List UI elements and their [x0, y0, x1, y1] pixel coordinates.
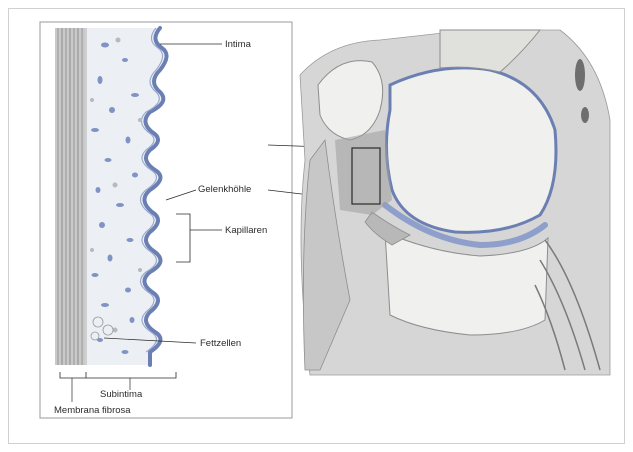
label-fettzellen: Fettzellen [200, 338, 241, 349]
label-subintima: Subintima [100, 389, 143, 400]
label-intima: Intima [225, 39, 252, 50]
femur-condyle [386, 68, 556, 232]
knee-joint-illustration [300, 30, 610, 375]
membrana-fibrosa-band [55, 28, 86, 365]
label-kapillaren: Kapillaren [225, 225, 267, 236]
vessel-shape-1 [575, 59, 585, 91]
label-membrana-fibrosa: Membrana fibrosa [54, 405, 131, 416]
synovial-cavity-region [335, 130, 392, 215]
vessel-shape-2 [581, 107, 589, 123]
label-gelenkhoehle: Gelenkhöhle [198, 184, 251, 195]
magnified-membrane-panel: Intima Gelenkhöhle Kapillaren Fettzellen… [40, 22, 292, 418]
